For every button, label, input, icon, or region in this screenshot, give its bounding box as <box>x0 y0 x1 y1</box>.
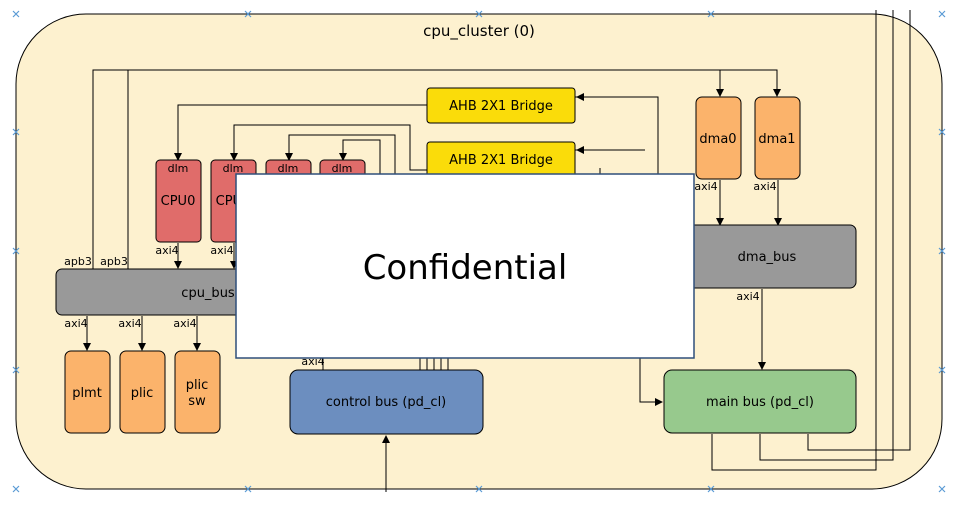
apb-port-label-0: apb3 <box>64 255 92 268</box>
plic-sw-box[interactable] <box>174 350 221 434</box>
cpu2-dlm-label: dlm <box>278 162 299 175</box>
plic-port-label: axi4 <box>118 317 141 330</box>
plic-sw-label-2: sw <box>188 394 206 409</box>
confidential-overlay <box>235 173 695 359</box>
dma0-port-label: axi4 <box>694 180 717 193</box>
plmt-box[interactable] <box>64 350 111 434</box>
dma1-port-label: axi4 <box>753 180 776 193</box>
cpu-cluster-title: cpu_cluster (0) <box>423 22 535 41</box>
cpu0-dlm-label: dlm <box>168 162 189 175</box>
connector-lines <box>83 10 911 492</box>
ahb-bridge-label-0: AHB 2X1 Bridge <box>449 99 553 114</box>
cpu-bus-label: cpu_bus <box>181 286 235 301</box>
ahb-bridge-label-1: AHB 2X1 Bridge <box>449 153 553 168</box>
cpu1-port-label: axi4 <box>210 244 233 257</box>
cpu0-box[interactable] <box>155 159 202 243</box>
control-bus-label: control bus (pd_cl) <box>326 395 447 410</box>
dma0-label: dma0 <box>699 132 736 147</box>
cpu0-port-label: axi4 <box>155 244 178 257</box>
dma0-box[interactable] <box>695 96 742 180</box>
dma-bus-out-port: axi4 <box>736 290 759 303</box>
plic-label: plic <box>131 386 154 401</box>
cpu0-label: CPU0 <box>161 194 196 209</box>
plic-sw-label: plic <box>186 378 209 393</box>
plic-box[interactable] <box>119 350 166 434</box>
cpu1-dlm-label: dlm <box>223 162 244 175</box>
dma1-label: dma1 <box>758 132 795 147</box>
control-bus-box[interactable] <box>289 369 484 435</box>
confidential-text: Confidential <box>363 248 568 288</box>
ahb-bridge-box-0[interactable] <box>426 87 576 124</box>
cpu3-dlm-label: dlm <box>332 162 353 175</box>
plmt-port-label: axi4 <box>64 317 87 330</box>
main-bus-box[interactable] <box>663 369 857 434</box>
selection-handles <box>12 10 946 493</box>
main-bus-label: main bus (pd_cl) <box>706 395 814 410</box>
apb-port-label-1: apb3 <box>100 255 128 268</box>
dma-bus-label: dma_bus <box>738 250 797 265</box>
plic-sw-port-label: axi4 <box>173 317 196 330</box>
dma1-box[interactable] <box>754 96 801 180</box>
plmt-label: plmt <box>72 386 102 401</box>
